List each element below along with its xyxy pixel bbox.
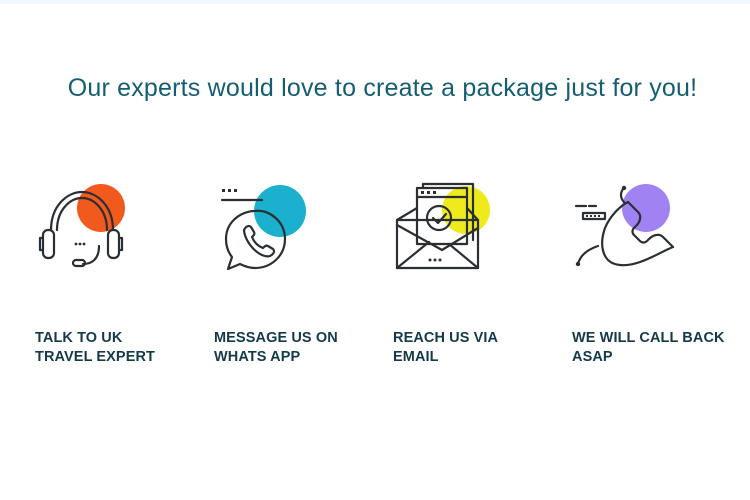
headset-icon bbox=[35, 180, 145, 280]
email-icon bbox=[393, 180, 503, 280]
talk-to-expert-option[interactable]: TALK TO UK TRAVEL EXPERT bbox=[35, 180, 205, 380]
section-headline: Our experts would love to create a packa… bbox=[67, 74, 698, 102]
whatsapp-option[interactable]: MESSAGE US ON WHATS APP bbox=[214, 180, 384, 380]
top-divider bbox=[0, 0, 750, 4]
phone-callback-icon bbox=[572, 180, 682, 280]
callback-option[interactable]: WE WILL CALL BACK ASAP bbox=[572, 180, 742, 380]
whatsapp-label: MESSAGE US ON WHATS APP bbox=[214, 330, 338, 365]
email-label: REACH US VIA EMAIL bbox=[393, 330, 499, 365]
callback-label: WE WILL CALL BACK ASAP bbox=[572, 330, 725, 365]
whatsapp-icon bbox=[214, 180, 324, 280]
talk-to-expert-label: TALK TO UK TRAVEL EXPERT bbox=[35, 330, 156, 365]
email-option[interactable]: REACH US VIA EMAIL bbox=[393, 180, 563, 380]
